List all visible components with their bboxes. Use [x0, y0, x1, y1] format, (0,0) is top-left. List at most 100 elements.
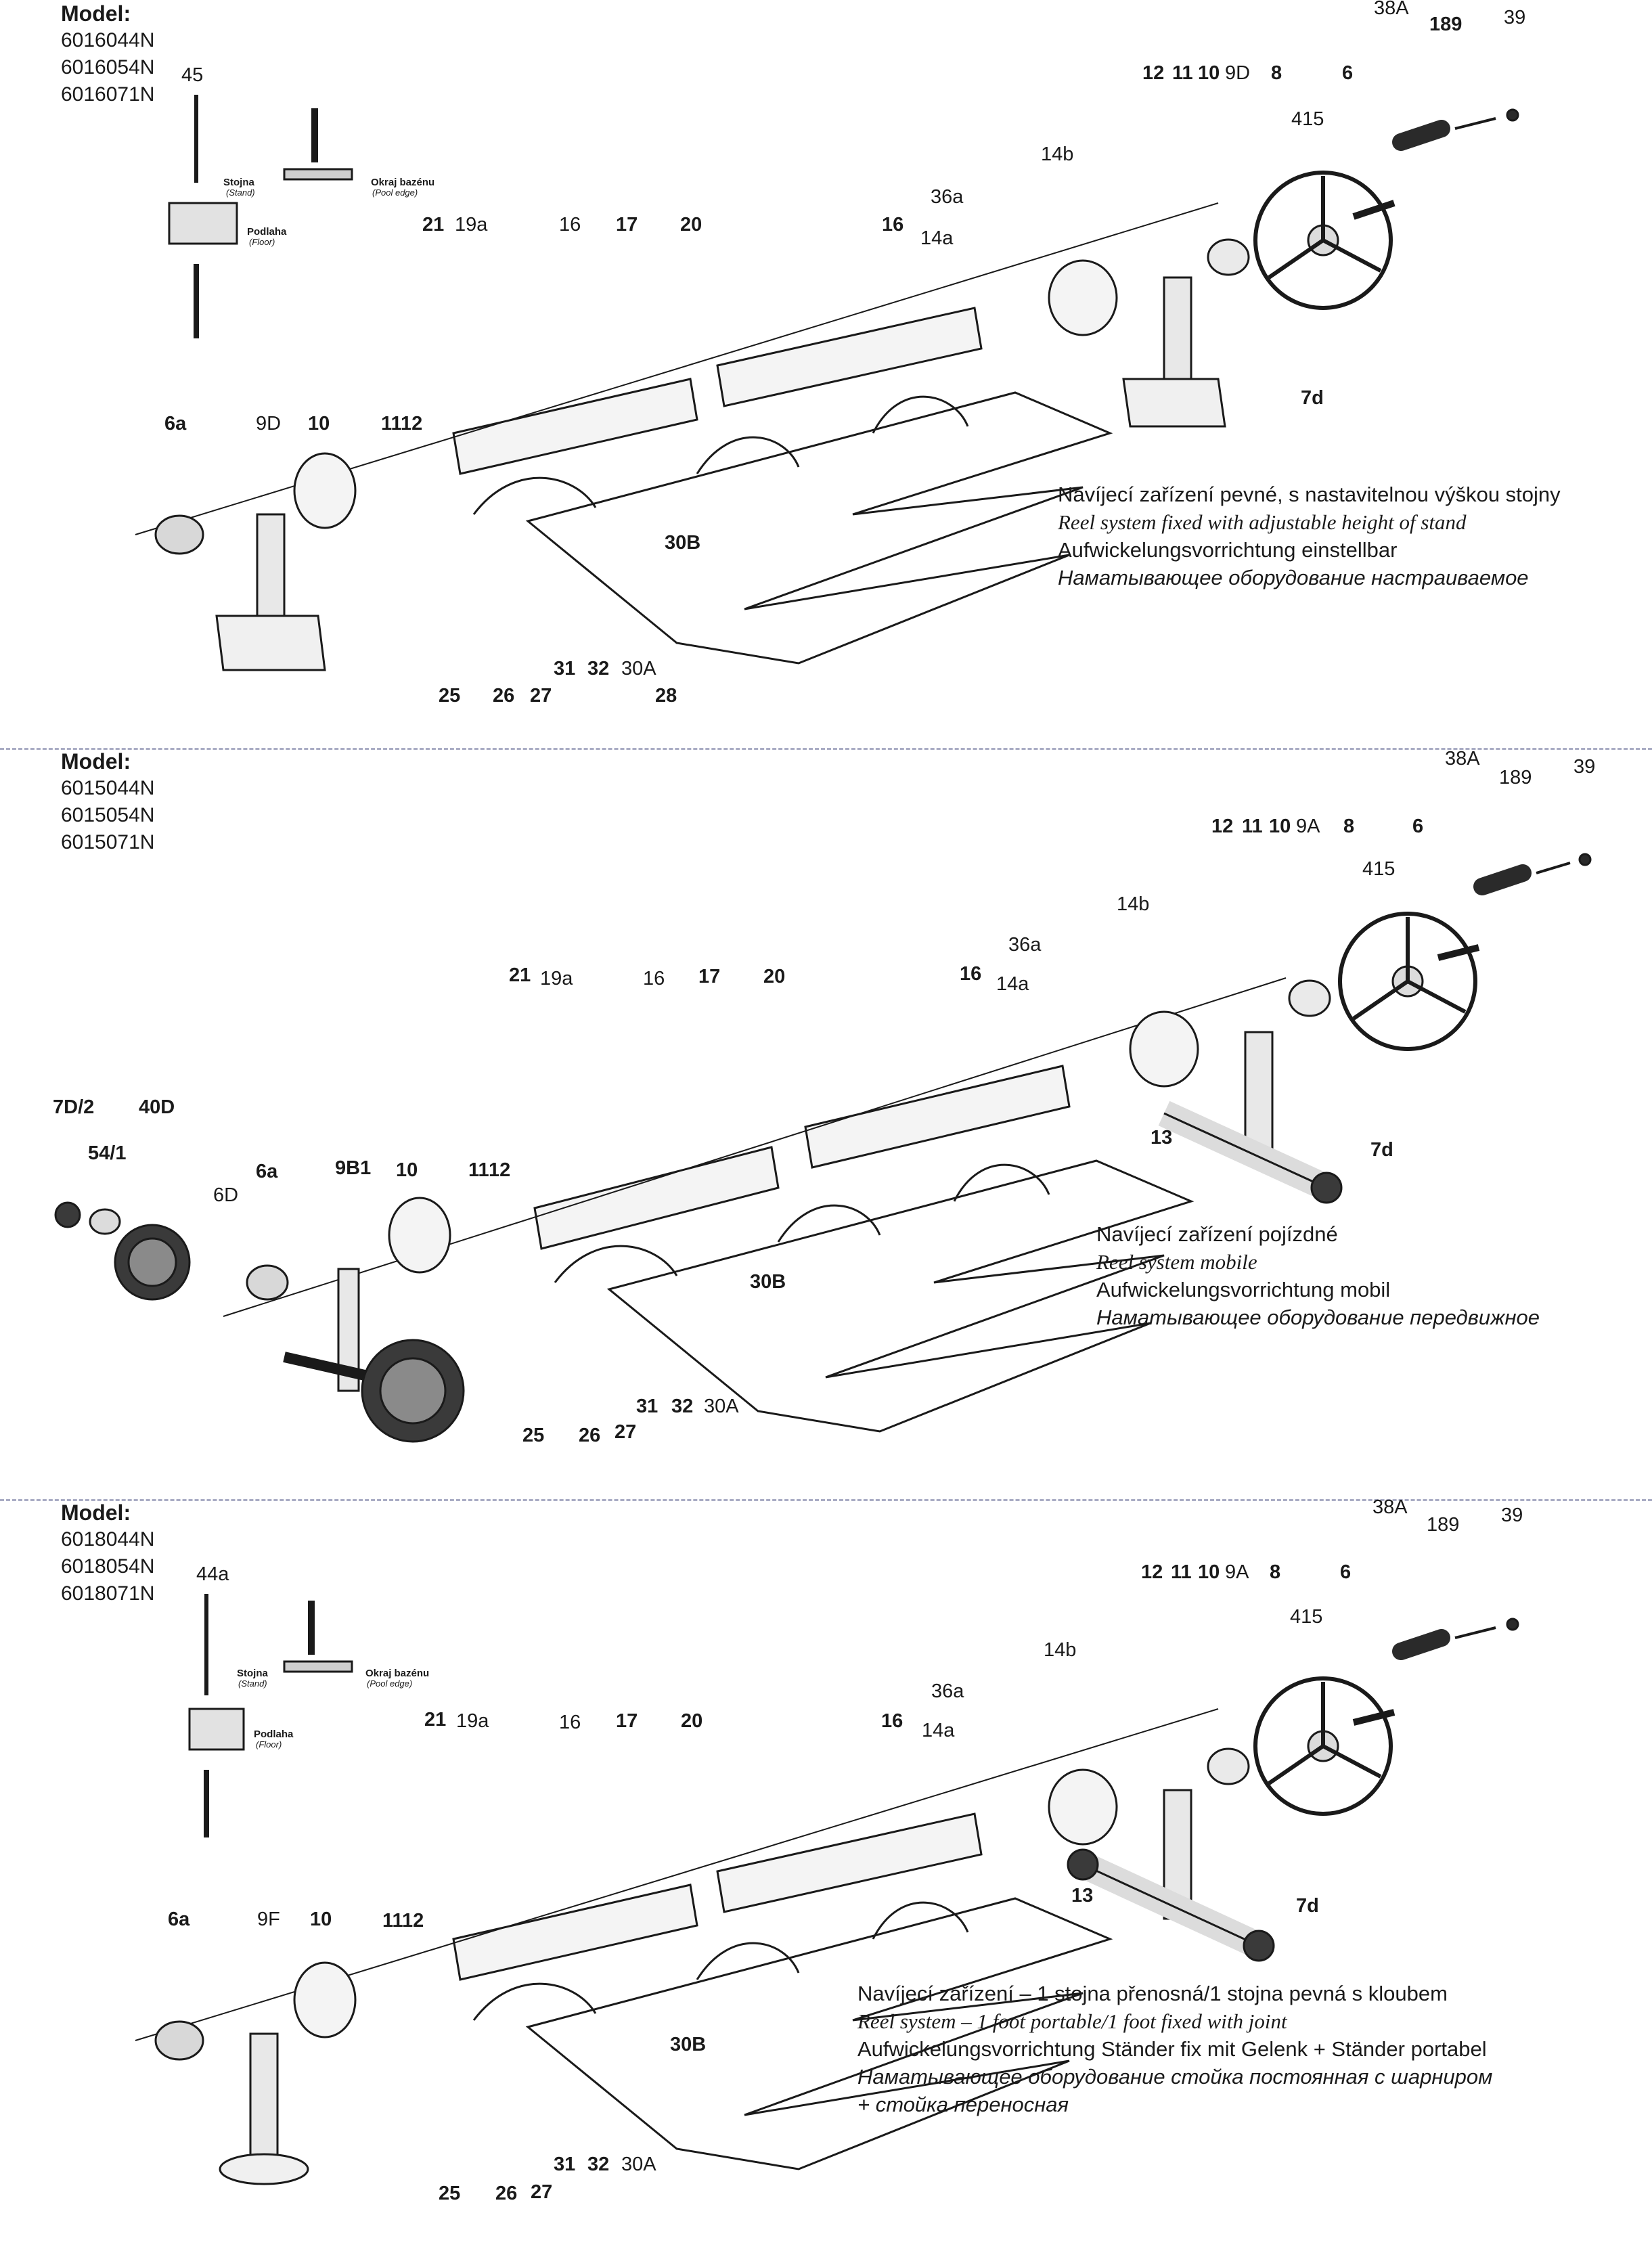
model-code: 6016054N	[61, 56, 155, 79]
wheel-cap	[54, 1201, 81, 1228]
model-block: Model: 6018044N 6018054N 6018071N	[61, 1499, 154, 1607]
part-label: 10	[1198, 62, 1220, 84]
cover-sheet	[606, 1159, 1195, 1433]
part-label: 10	[310, 1909, 332, 1930]
caption-ru-cont: + стойка переносная	[857, 2093, 1069, 2116]
model-code: 6015044N	[61, 777, 155, 799]
part-label: 28	[655, 685, 677, 707]
model-code: 6015071N	[61, 831, 155, 853]
part-label: 19a	[540, 968, 573, 989]
section-joint-reel: Model: 6018044N 6018054N 6018071N Navíje…	[0, 1496, 1652, 2251]
mobile-reel-drawing	[54, 853, 1592, 1443]
strap	[777, 1204, 881, 1243]
caption-de: Aufwickelungsvorrichtung Ständer fix mit…	[857, 2037, 1487, 2061]
part-label: 14b	[1044, 1639, 1077, 1661]
part-label: 415	[1290, 1606, 1323, 1628]
tube-segment-left	[533, 1146, 780, 1250]
section-divider	[0, 1499, 1652, 1501]
part-label: 11	[381, 413, 402, 434]
part-label: 9D	[256, 413, 282, 434]
bushing	[1288, 979, 1331, 1017]
part-label: 30A	[621, 2154, 656, 2175]
pool-edge-block	[283, 1660, 353, 1673]
crank-grip	[1473, 864, 1532, 895]
part-label: 6	[1340, 1561, 1352, 1583]
model-title: Model:	[61, 1, 131, 26]
left-stand-base	[219, 2153, 309, 2185]
tube-segment-right	[716, 307, 983, 407]
part-label: 25	[439, 2183, 461, 2204]
part-label: 189	[1499, 767, 1532, 788]
section-fixed-reel: Model: 6016044N 6016054N 6016071N Navíje…	[0, 0, 1652, 748]
right-hub	[1048, 259, 1118, 336]
part-label: 19a	[455, 214, 488, 236]
section-mobile-reel: Model: 6015044N 6015054N 6015071N Navíje…	[0, 748, 1652, 1499]
right-hub	[1129, 1010, 1199, 1088]
part-label: 54/1	[88, 1142, 127, 1164]
fixed-reel-drawing	[135, 95, 1519, 671]
part-label: 12	[401, 413, 423, 434]
caption-en: Reel system – 1 foot portable/1 foot fix…	[857, 2009, 1287, 2033]
part-label: 7d	[1301, 387, 1324, 409]
part-label: 31	[554, 2154, 576, 2175]
part-label: 14a	[920, 227, 954, 249]
caption-cz: Navíjecí zařízení pojízdné	[1096, 1222, 1338, 1246]
part-label: 6	[1342, 62, 1354, 84]
part-label: 39	[1504, 7, 1526, 28]
part-label: 7d	[1370, 1139, 1393, 1161]
floor-block	[168, 202, 238, 245]
model-code: 6016071N	[61, 83, 155, 106]
caption-cz: Navíjecí zařízení – 1 stojna přenosná/1 …	[857, 1982, 1448, 2005]
part-label: 7D/2	[53, 1096, 95, 1118]
part-label: 19a	[456, 1710, 489, 1732]
part-label: 20	[763, 966, 786, 987]
part-label: 27	[530, 685, 552, 707]
part-label: 12	[489, 1159, 511, 1181]
part-label: 26	[493, 685, 515, 707]
part-label: 6D	[213, 1184, 239, 1206]
inset-pool-sub: (Pool edge)	[367, 1678, 413, 1689]
left-hub	[293, 452, 357, 529]
crank-wheel	[1253, 1676, 1393, 1816]
crank-wheel	[1338, 912, 1477, 1051]
part-label: 12	[1211, 816, 1234, 837]
part-label: 26	[579, 1425, 601, 1446]
crank-grip	[1392, 1629, 1450, 1660]
part-label: 30B	[670, 2034, 707, 2055]
left-stand-base	[215, 615, 326, 671]
part-label: 12	[1141, 1561, 1163, 1583]
part-label: 32	[671, 1396, 694, 1417]
grip-bolt	[1536, 862, 1571, 874]
part-label: 39	[1501, 1505, 1523, 1526]
part-label: 14a	[996, 973, 1029, 995]
model-code: 6018071N	[61, 1582, 155, 1605]
model-code: 6018044N	[61, 1528, 155, 1551]
strap	[472, 476, 597, 515]
part-label: 10	[1198, 1561, 1220, 1583]
crank-wheel	[1253, 171, 1393, 310]
inset-floor-sub: (Floor)	[256, 1739, 282, 1749]
part-label: 12	[1142, 62, 1165, 84]
strap	[554, 1245, 678, 1283]
part-label: 10	[396, 1159, 418, 1181]
part-label: 11	[468, 1159, 489, 1181]
part-label: 16	[881, 1710, 903, 1732]
part-label: 25	[522, 1425, 545, 1446]
part-label: 9A	[1296, 816, 1320, 837]
part-label: 13	[1151, 1127, 1173, 1149]
part-label: 26	[495, 2183, 518, 2204]
part-label: 21	[422, 214, 445, 236]
grip-nut	[1578, 853, 1592, 866]
model-code: 6016044N	[61, 29, 155, 51]
part-label: 10	[308, 413, 330, 434]
strap	[696, 1942, 800, 1980]
part-label: 9D	[1225, 62, 1251, 84]
part-label: 32	[587, 658, 610, 679]
part-label: 9A	[1225, 1561, 1249, 1583]
bushing	[1207, 1747, 1250, 1785]
part-label: 11	[382, 1910, 403, 1932]
inset-pool-sub: (Pool edge)	[372, 187, 418, 198]
grip-nut	[1506, 108, 1519, 122]
left-stand-post	[249, 2032, 279, 2157]
tube-segment-right	[716, 1812, 983, 1913]
